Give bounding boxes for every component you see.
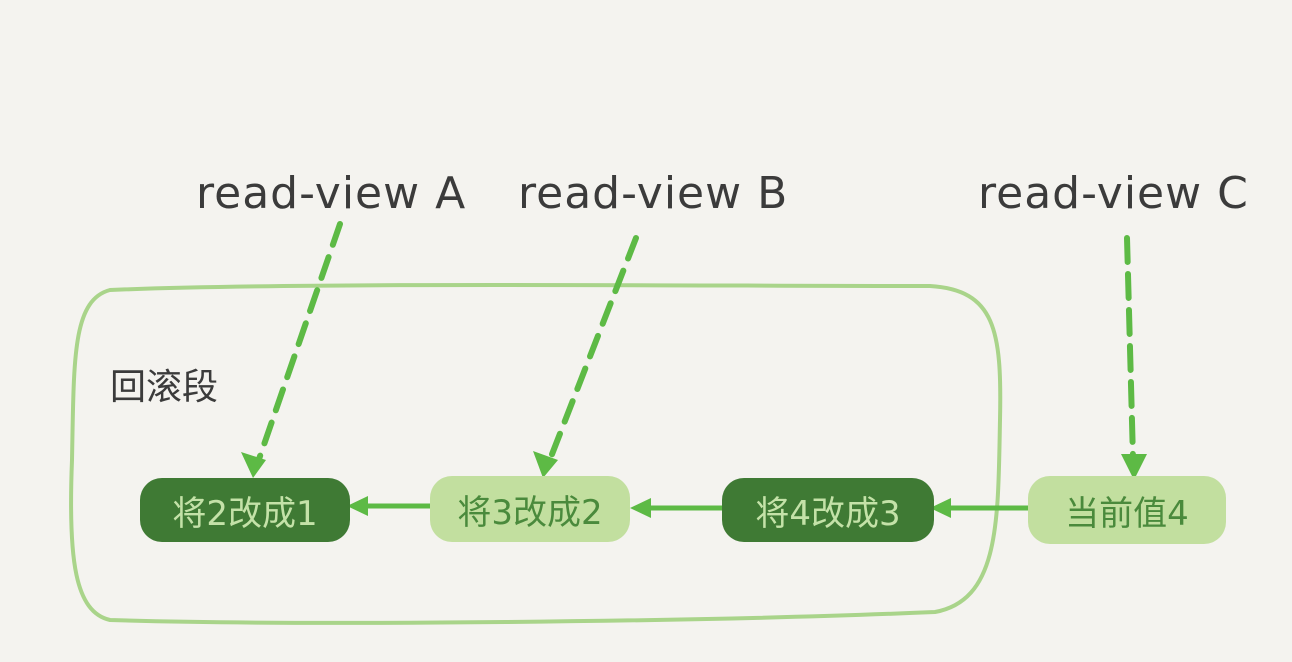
read-view-b-label: read-view B [518, 168, 789, 219]
read-view-b-arrow-head [533, 451, 558, 478]
read-view-b-arrow-line [546, 235, 639, 465]
version-node-2: 将3改成2 [430, 476, 630, 542]
read-view-c-arrow-line [1124, 235, 1136, 461]
undo-segment-outline [69, 283, 1003, 625]
chain-arrow-head-1 [347, 496, 368, 516]
chain-arrow-head-3 [930, 498, 951, 518]
read-view-a-arrow-head [241, 452, 266, 478]
read-view-a-arrow-line [255, 221, 343, 465]
read-view-c-label: read-view C [978, 168, 1249, 219]
read-view-a-label: read-view A [196, 168, 467, 219]
chain-arrow-head-2 [630, 498, 651, 518]
version-node-1: 将2改成1 [140, 478, 350, 542]
version-node-3: 将4改成3 [722, 478, 934, 542]
undo-segment-label: 回滚段 [110, 367, 219, 408]
read-view-c-arrow-head [1121, 454, 1147, 480]
version-node-current: 当前值4 [1028, 476, 1226, 544]
